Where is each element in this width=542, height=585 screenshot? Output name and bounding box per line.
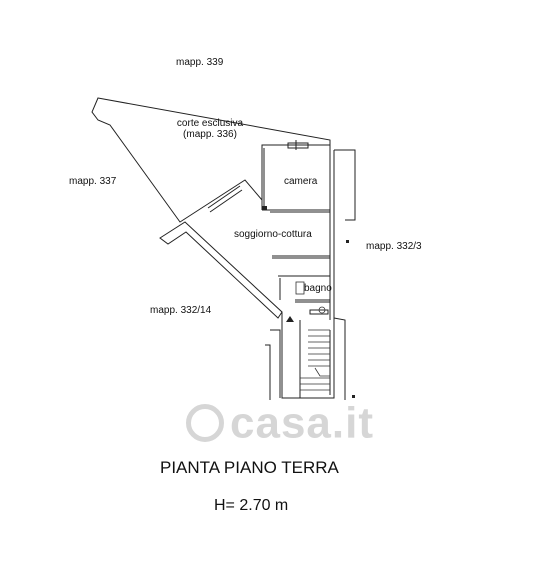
courtyard-outline	[91, 97, 331, 223]
entrance-arrow	[286, 316, 294, 322]
label-parcel-southwest: mapp. 332/14	[150, 305, 212, 316]
camera-walls	[261, 145, 330, 213]
bath-fixtures	[295, 281, 326, 314]
label-courtyard-line2: (mapp. 336)	[183, 129, 237, 140]
ceiling-height: H= 2.70 m	[214, 497, 289, 514]
stair-enclosure	[281, 312, 335, 399]
watermark-logo: casa.it	[186, 396, 374, 448]
bath-walls	[278, 275, 330, 303]
label-parcel-east: mapp. 332/3	[366, 241, 422, 252]
label-parcel-west: mapp. 337	[69, 176, 117, 187]
south-walls	[265, 329, 281, 400]
label-courtyard: corte esclusiva (mapp. 336)	[160, 118, 260, 140]
watermark-icon	[186, 404, 224, 443]
watermark-text: casa.it	[230, 398, 374, 448]
windows	[207, 140, 329, 315]
west-wall-diagonal	[159, 221, 283, 319]
living-walls	[272, 145, 335, 320]
label-parcel-north: mapp. 339	[176, 57, 224, 68]
plan-title: PIANTA PIANO TERRA	[160, 458, 339, 477]
label-room-bath: bagno	[304, 283, 332, 294]
label-room-camera: camera	[284, 176, 318, 187]
stair-treads	[300, 329, 330, 391]
label-room-living: soggiorno-cottura	[234, 229, 312, 240]
label-courtyard-line1: corte esclusiva	[176, 118, 244, 129]
east-boundary	[333, 149, 356, 400]
